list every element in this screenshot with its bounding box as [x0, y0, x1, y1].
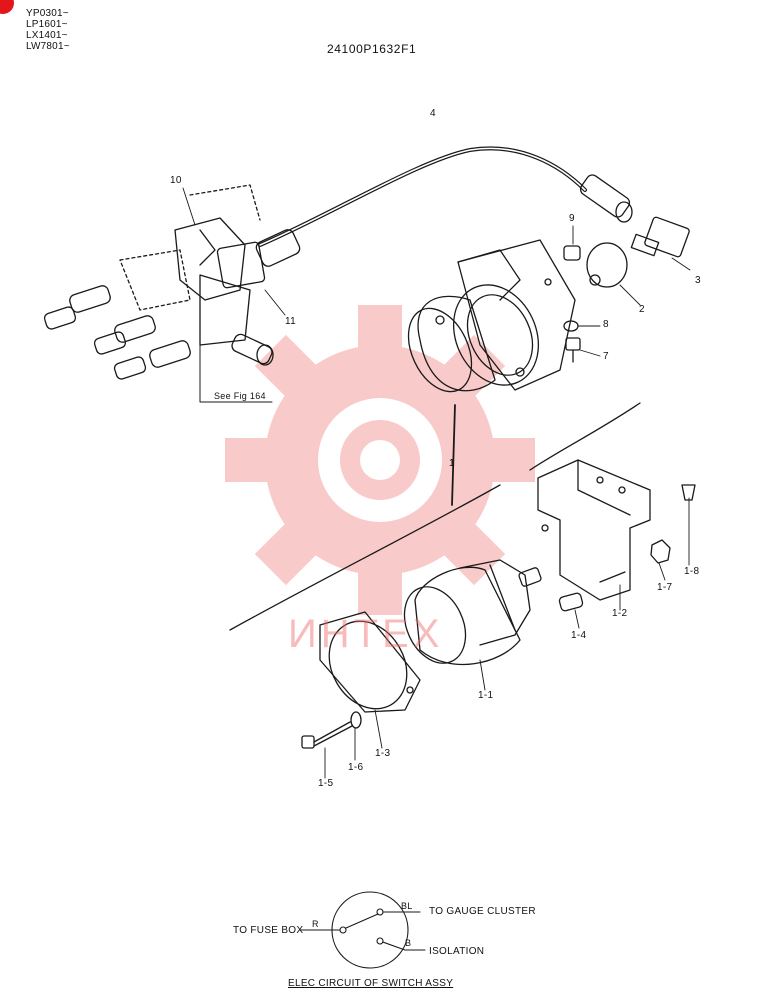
model-0: YP0301~: [26, 8, 69, 19]
break-line-bottom: [229, 484, 501, 631]
callout-1: 1: [449, 458, 455, 469]
part-2-adaptor: [586, 242, 628, 288]
watermark-text: ИНТЕХ: [288, 612, 444, 656]
part-1-6-washer: [350, 711, 362, 729]
callout-3: 3: [695, 275, 701, 286]
model-list: YP0301~ LP1601~ LX1401~ LW7801~: [26, 8, 70, 52]
part-7-screw: [565, 337, 581, 363]
callout-1-8: 1-8: [684, 566, 700, 577]
part-1-1-switch-body: [403, 559, 542, 666]
circuit-diagram: [299, 891, 426, 969]
callout-8: 8: [603, 319, 609, 330]
leader-1: [451, 404, 456, 506]
callout-7: 7: [603, 351, 609, 362]
label-r: R: [312, 919, 319, 929]
callout-1-5: 1-5: [318, 778, 334, 789]
callout-1-2: 1-2: [612, 608, 628, 619]
callout-9: 9: [569, 213, 575, 224]
document-id: 24100P1632F1: [327, 42, 417, 56]
label-to-fuse-box: TO FUSE BOX: [233, 925, 304, 936]
callout-4: 4: [430, 108, 436, 119]
part-1-3-gasket: [319, 611, 421, 713]
part-8-washer: [563, 320, 579, 332]
callout-11: 11: [285, 316, 296, 327]
model-3: LW7801~: [26, 41, 70, 52]
callout-leaders: [182, 187, 691, 779]
break-line-top: [529, 402, 641, 471]
label-b: B: [405, 938, 412, 948]
valve-manifold-left: [43, 184, 301, 380]
watermark-gear-icon: [225, 305, 535, 615]
callout-1-7: 1-7: [657, 582, 673, 593]
switch-assembly-upper: [407, 239, 576, 393]
callout-1-6: 1-6: [348, 762, 364, 773]
model-1: LP1601~: [26, 19, 68, 30]
callout-2: 2: [639, 304, 645, 315]
corner-mark: [0, 0, 14, 14]
cable-4: [258, 146, 587, 247]
wire-b: [379, 940, 406, 951]
callout-10: 10: [170, 175, 182, 186]
part-1-7-nut: [650, 539, 671, 564]
part-3-elbow: [630, 216, 690, 258]
callout-1-1: 1-1: [478, 690, 494, 701]
part-9-pin: [563, 245, 581, 261]
model-2: LX1401~: [26, 30, 68, 41]
see-fig-reference: See Fig 164: [214, 391, 266, 401]
label-isolation: ISOLATION: [429, 946, 485, 957]
callout-1-3: 1-3: [375, 748, 391, 759]
label-to-gauge-cluster: TO GAUGE CLUSTER: [429, 906, 536, 917]
see-fig-leader: [199, 344, 273, 403]
cable-connector-right: [579, 174, 633, 223]
part-1-5-bolt: [301, 721, 353, 749]
part-1-4-spacer: [558, 592, 584, 612]
callout-1-4: 1-4: [571, 630, 587, 641]
part-1-8-screw: [681, 484, 696, 501]
switch-blade: [345, 913, 379, 929]
label-bl: BL: [401, 901, 413, 911]
part-1-2-bracket: [537, 459, 651, 601]
circuit-title: ELEC CIRCUIT OF SWITCH ASSY: [288, 978, 454, 989]
